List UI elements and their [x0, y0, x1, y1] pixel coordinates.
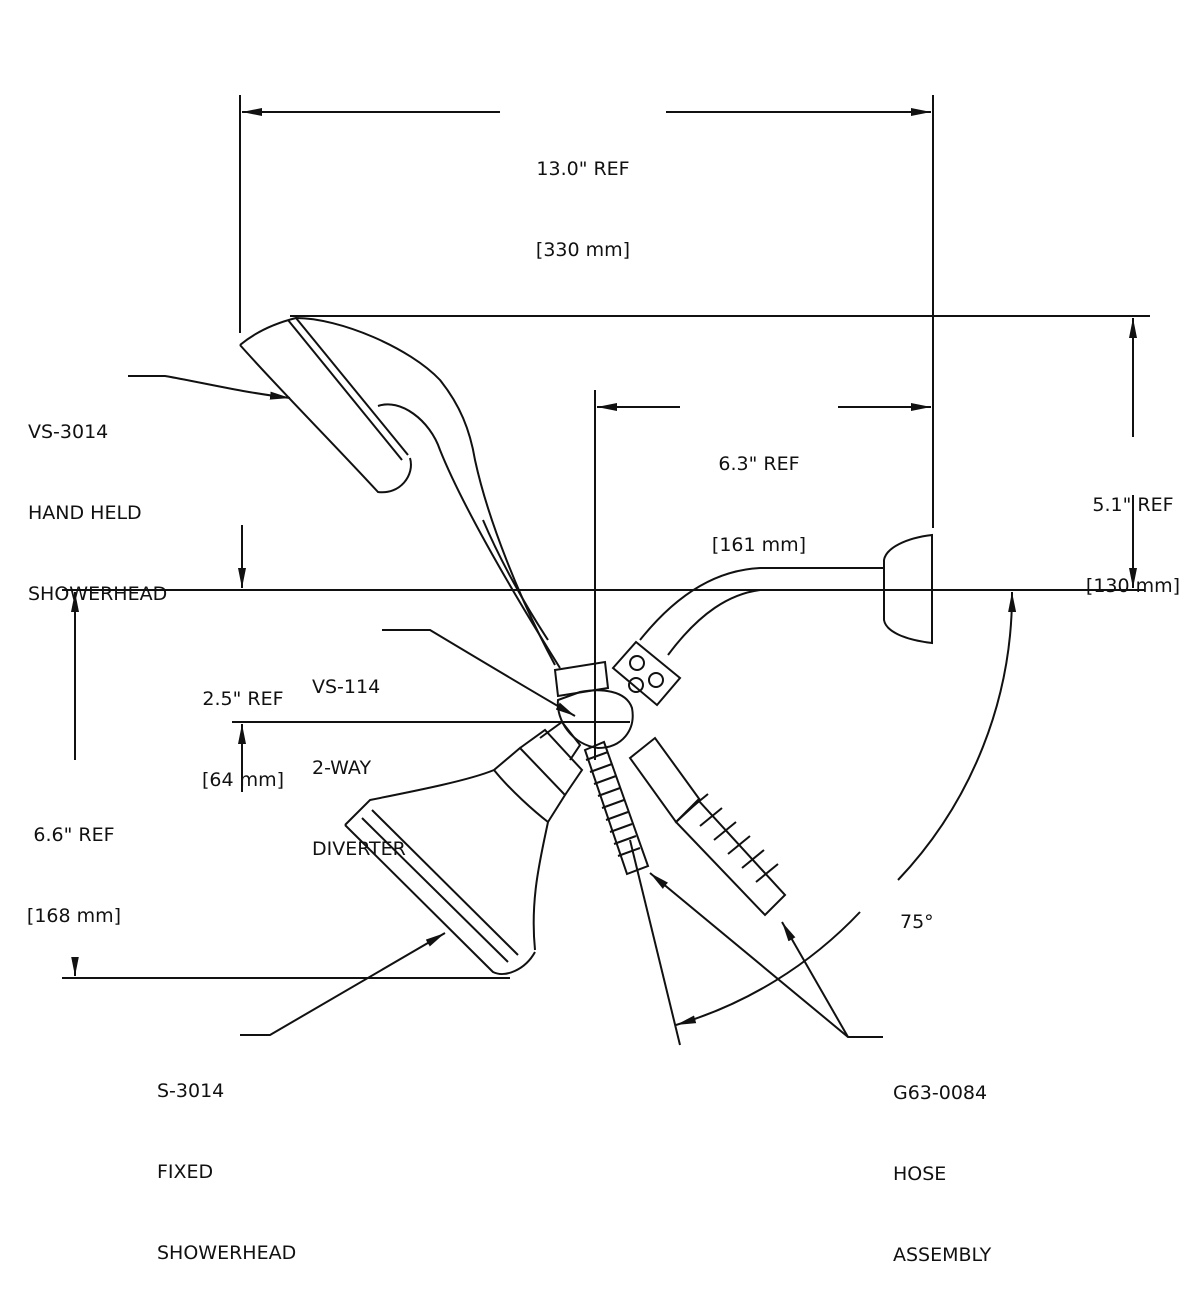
part-number: VS-114 — [312, 676, 381, 698]
part-number: VS-3014 — [28, 421, 109, 443]
dim-text-metric: [168 mm] — [26, 905, 122, 927]
dim-text: 6.6" REF — [33, 824, 115, 846]
technical-drawing — [62, 95, 1150, 1046]
leader-lines — [128, 375, 883, 1038]
part-desc: 2-WAY — [312, 757, 372, 779]
handheld-showerhead — [239, 316, 561, 669]
part-desc: SHOWERHEAD — [28, 583, 168, 605]
dim-overall-width-label: 13.0" REF [330 mm] — [500, 102, 666, 291]
fixed-showerhead — [344, 720, 584, 975]
dim-handheld-rise — [290, 315, 1150, 588]
dim-angle-label: 75° — [900, 855, 934, 963]
dim-text: 6.3" REF — [718, 453, 800, 475]
callout-fixed: S-3014 FIXED SHOWERHEAD — [157, 1024, 296, 1294]
dim-diverter-drop-label: 2.5" REF [64 mm] — [188, 632, 298, 821]
hose-assembly — [583, 736, 787, 917]
dim-text: 2.5" REF — [202, 688, 284, 710]
dim-overall-width — [239, 95, 934, 528]
part-desc: SHOWERHEAD — [157, 1242, 297, 1264]
dim-fixed-drop-label: 6.6" REF [168 mm] — [16, 768, 132, 957]
part-desc: HOSE — [893, 1163, 947, 1185]
shower-arm — [639, 533, 933, 656]
part-desc: DIVERTER — [312, 838, 406, 860]
part-desc: HAND HELD — [28, 502, 142, 524]
part-desc: FIXED — [157, 1161, 214, 1183]
dim-arm-reach — [594, 390, 931, 760]
dim-text-metric: [64 mm] — [201, 769, 285, 791]
dim-angle — [629, 591, 1017, 1046]
callout-handheld: VS-3014 HAND HELD SHOWERHEAD — [28, 365, 167, 635]
dim-text-metric: [161 mm] — [711, 534, 807, 556]
dim-text: 75° — [900, 911, 934, 933]
dim-diverter-drop — [232, 525, 630, 792]
diverter-body — [553, 640, 682, 750]
dim-handheld-rise-label: 5.1" REF [130 mm] — [1072, 438, 1194, 627]
part-desc: ASSEMBLY — [893, 1244, 992, 1266]
callout-hose: G63-0084 HOSE ASSEMBLY — [893, 1026, 991, 1296]
dim-arm-reach-label: 6.3" REF [161 mm] — [680, 397, 838, 586]
dim-text-metric: [130 mm] — [1085, 575, 1181, 597]
part-number: G63-0084 — [893, 1082, 988, 1104]
dim-text-metric: [330 mm] — [535, 239, 631, 261]
callout-diverter: VS-114 2-WAY DIVERTER — [312, 620, 406, 890]
dim-text: 5.1" REF — [1092, 494, 1174, 516]
part-number: S-3014 — [157, 1080, 225, 1102]
dim-text: 13.0" REF — [536, 158, 630, 180]
